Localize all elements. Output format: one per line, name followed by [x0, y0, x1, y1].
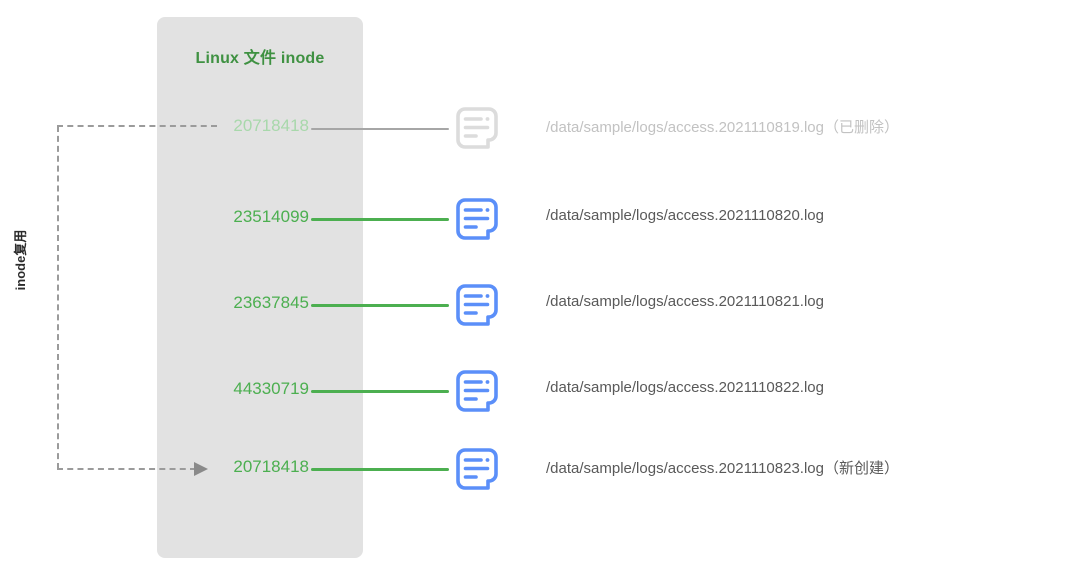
document-icon — [449, 363, 505, 419]
inode-row: 20718418 /data/sample/logs/access.202111… — [0, 441, 1080, 497]
inode-number: 44330719 — [233, 379, 309, 398]
row-connector-line — [311, 468, 449, 471]
file-path-label: /data/sample/logs/access.2021110823.log（… — [546, 460, 899, 477]
inode-row: 20718418 /data/sample/logs/access.202111… — [0, 100, 1080, 156]
document-icon — [449, 191, 505, 247]
inode-row: 23514099 /data/sample/logs/access.202111… — [0, 191, 1080, 247]
inode-number: 23637845 — [233, 293, 309, 312]
row-connector-line — [311, 304, 449, 307]
file-path-label: /data/sample/logs/access.2021110822.log — [546, 379, 824, 396]
panel-title: Linux 文件 inode — [195, 50, 325, 67]
document-icon — [449, 441, 505, 497]
file-path-label: /data/sample/logs/access.2021110819.log（… — [546, 119, 899, 136]
reuse-arrow-icon — [194, 462, 208, 476]
inode-row: 44330719 /data/sample/logs/access.202111… — [0, 363, 1080, 419]
reuse-bracket-top-segment — [57, 125, 217, 127]
file-path-label: /data/sample/logs/access.2021110821.log — [546, 293, 824, 310]
inode-number: 20718418 — [233, 116, 309, 135]
reuse-bracket-vertical-segment — [57, 126, 59, 469]
file-path-label: /data/sample/logs/access.2021110820.log — [546, 207, 824, 224]
reuse-bracket-bottom-segment — [57, 468, 196, 470]
row-connector-line — [311, 128, 449, 130]
inode-number: 23514099 — [233, 207, 309, 226]
inode-number: 20718418 — [233, 457, 309, 476]
inode-row: 23637845 /data/sample/logs/access.202111… — [0, 277, 1080, 333]
row-connector-line — [311, 390, 449, 393]
row-connector-line — [311, 218, 449, 221]
document-icon — [449, 277, 505, 333]
inode-panel — [157, 17, 363, 558]
document-icon — [449, 100, 505, 156]
